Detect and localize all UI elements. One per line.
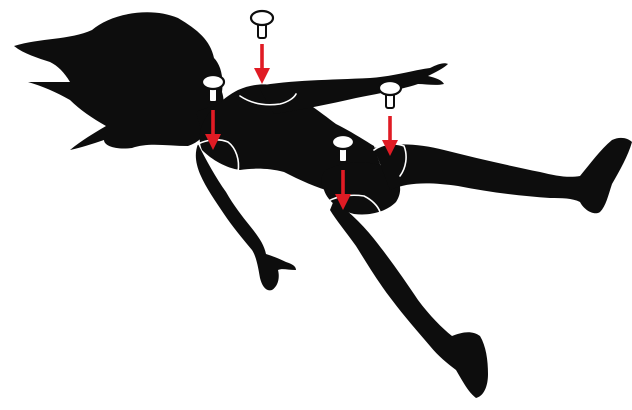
right-arm — [258, 63, 448, 114]
hair — [14, 12, 224, 150]
thumbtack-icon — [251, 11, 273, 84]
figure-silhouette — [14, 12, 632, 398]
left-leg — [330, 200, 488, 398]
right-leg — [374, 138, 632, 213]
